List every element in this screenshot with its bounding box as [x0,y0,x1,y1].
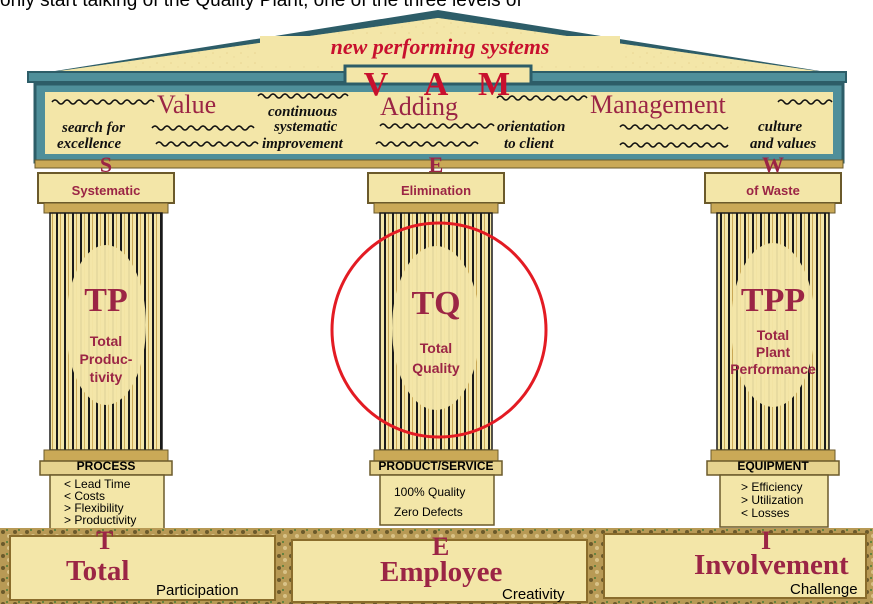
pillar-middle [367,172,505,526]
foundation [0,528,873,604]
pillar-left [37,172,175,531]
frieze-to-client: to client [504,136,554,152]
capital-letter-w: W [762,152,784,177]
capital-label-of-waste: of Waste [746,183,800,198]
base-process-item-4: > Productivity [64,513,137,527]
pillar-tp-line-2: Produc- [79,351,133,367]
base-equipment-item-3: < Losses [741,506,790,520]
vam-letter-m: M [477,66,511,103]
foundation-letter-i: I [761,526,772,555]
pillar-tq-line-2: Quality [412,360,460,376]
vam-letter-v: V [363,66,389,103]
base-process-item-3: > Flexibility [64,501,124,515]
foundation-word-employee: Employee [380,556,503,588]
foundation-sub-participation: Participation [156,582,239,599]
pillar-tpp-abbr: TPP [740,282,806,319]
frieze-value: Value [157,90,217,119]
pillar-tp-abbr: TP [84,282,128,319]
highlight-circle [330,221,548,439]
frieze-improvement: improvement [262,136,343,152]
pillar-tpp-line-1: Total [756,327,790,343]
roof-title: new performing systems [330,34,550,59]
foundation-word-total: Total [66,555,130,587]
base-equipment-item-2: > Utilization [741,493,804,507]
pillar-right [704,172,842,528]
cropped-top-caption: only start talking of the Quality Plant,… [0,0,522,11]
pillar-tp-line-3: tivity [89,369,123,385]
capital-letter-s: S [99,152,113,177]
base-equipment-item-1: > Efficiency [741,480,803,494]
frieze-excellence: excellence [57,136,122,152]
base-product-item-1: 100% Quality [394,485,466,499]
pillar-tpp-line-2: Plant [755,344,791,360]
roof-pediment [27,10,847,83]
frieze-entablature [33,82,845,169]
frieze-search-for: search for [62,120,125,136]
foundation-letter-t: T [96,526,114,555]
pillar-tq-abbr: TQ [411,285,461,322]
pillar-tpp-line-3: Performance [730,361,816,377]
capital-label-elimination: Elimination [400,183,472,198]
frieze-and-values: and values [750,136,817,152]
base-head-equipment: EQUIPMENT [737,459,809,473]
vam-letter-a: A [423,66,449,103]
base-process-item-1: < Lead Time [64,477,131,491]
frieze-continuous: continuous [268,104,338,120]
capital-letter-e: E [428,152,444,177]
frieze-management: Management [590,90,726,119]
base-product-item-2: Zero Defects [394,505,463,519]
base-process-item-2: < Costs [64,489,106,503]
foundation-word-involvement: Involvement [694,549,849,581]
foundation-letter-e: E [432,532,450,561]
capital-label-systematic: Systematic [71,183,141,198]
frieze-adding: Adding [380,92,458,121]
base-head-product-service: PRODUCT/SERVICE [378,459,494,473]
frieze-orientation: orientation [497,119,566,135]
foundation-sub-challenge: Challenge [790,581,858,598]
pillar-tp-line-1: Total [89,333,123,349]
foundation-sub-creativity: Creativity [502,586,565,603]
base-head-process: PROCESS [76,459,136,473]
frieze-culture: culture [758,119,803,135]
pillar-tq-line-1: Total [419,340,453,356]
frieze-systematic: systematic [274,119,338,135]
